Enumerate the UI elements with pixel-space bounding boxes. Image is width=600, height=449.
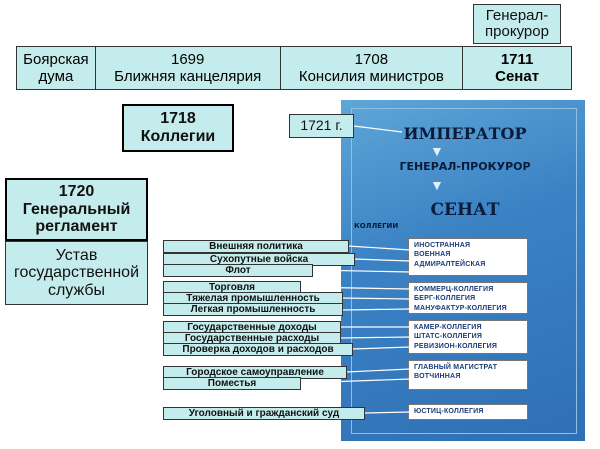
timeline-item-line: Консилия министров <box>298 68 444 85</box>
timeline-item-line: 1699 <box>171 50 205 68</box>
timeline-item-line: 1708 <box>354 50 389 68</box>
connector-line <box>351 346 411 350</box>
collegium-group-4: ГЛАВНЫЙ МАГИСТРАТ ВОТЧИННАЯ <box>408 360 528 390</box>
timeline-blizhnyaya-kantselyariya: 1699 Ближняя канцелярия <box>94 46 281 90</box>
general-prosecutor-line-1: Генерал- <box>485 6 549 24</box>
connector-line <box>363 411 411 414</box>
reglament-year: 1720 <box>58 183 95 201</box>
timeline-konsiliya-ministrov: 1708 Консилия министров <box>279 46 464 90</box>
general-reglament-box: 1720 Генеральный регламент <box>5 178 148 241</box>
panel-kollegii-label: КОЛЛЕГИИ <box>354 222 399 230</box>
arrow-down-icon: ▼ <box>430 177 444 193</box>
ustav-line-3: службы <box>47 281 106 299</box>
ustav-line-2: государственной <box>13 264 140 282</box>
panel-gen-prokuror-title: ГЕНЕРАЛ-ПРОКУРОР <box>399 160 531 173</box>
label-pomestya: Поместья <box>163 377 301 390</box>
kollegii-year: 1718 <box>160 110 196 128</box>
collegium-name: АДМИРАЛТЕЙСКАЯ <box>414 260 486 268</box>
ustav-box: Устав государственной службы <box>5 241 148 305</box>
connector-line <box>299 286 411 290</box>
collegium-name: КОММЕРЦ-КОЛЛЕГИЯ <box>414 286 494 293</box>
collegium-name: ШТАТС-КОЛЛЕГИЯ <box>414 333 483 341</box>
collegium-name: КАМЕР-КОЛЛЕГИЯ <box>414 324 482 331</box>
collegium-name: ВОТЧИННАЯ <box>414 373 461 381</box>
label-flot: Флот <box>163 264 313 277</box>
general-prosecutor-box: Генерал- прокурор <box>473 4 561 44</box>
connector-line <box>339 336 411 339</box>
collegium-name: ВОЕННАЯ <box>414 251 451 259</box>
panel-emperor-title: ИМПЕРАТОР <box>403 124 527 143</box>
timeline-bar: Боярская дума 1699 Ближняя канцелярия 17… <box>16 46 572 90</box>
connector-line <box>299 378 411 384</box>
label-ugolovny-sud: Уголовный и гражданский суд <box>163 407 365 420</box>
reglament-line-1: Генеральный <box>22 200 131 218</box>
kollegii-box: 1718 Коллегии <box>122 104 234 152</box>
ustav-line-1: Устав <box>55 246 98 264</box>
arrow-down-icon: ▼ <box>430 143 444 159</box>
kollegii-title: Коллегии <box>140 128 216 145</box>
collegium-group-2: КОММЕРЦ-КОЛЛЕГИЯ БЕРГ-КОЛЛЕГИЯ МАНУФАКТУ… <box>408 282 528 314</box>
label-legkaya-promyshlennost: Легкая промышленность <box>163 303 343 316</box>
timeline-item-line: Сенат <box>495 68 540 85</box>
timeline-item-line: Ближняя канцелярия <box>114 68 262 85</box>
connector-1721 <box>353 125 403 133</box>
connector-line <box>341 308 411 311</box>
collegium-group-3: КАМЕР-КОЛЛЕГИЯ ШТАТС-КОЛЛЕГИЯ РЕВИЗИОН-К… <box>408 320 528 354</box>
collegium-group-1: ИНОСТРАННАЯ ВОЕННАЯ АДМИРАЛТЕЙСКАЯ <box>408 238 528 276</box>
collegium-name: ЮСТИЦ-КОЛЛЕГИЯ <box>414 408 484 415</box>
year-1721-text: 1721 г. <box>300 117 343 134</box>
collegium-name: РЕВИЗИОН-КОЛЛЕГИЯ <box>414 342 498 350</box>
collegium-name: МАНУФАКТУР-КОЛЛЕГИЯ <box>414 304 507 312</box>
connector-line <box>311 269 411 273</box>
general-prosecutor-line-2: прокурор <box>485 23 549 40</box>
label-vneshnyaya-politika: Внешняя политика <box>163 240 349 253</box>
connector-line <box>341 297 411 300</box>
panel-senat-title: СЕНАТ <box>430 200 500 220</box>
timeline-item-line: Боярская <box>23 50 89 68</box>
connector-line <box>353 258 411 262</box>
connector-line <box>347 245 411 251</box>
collegium-name: БЕРГ-КОЛЛЕГИЯ <box>414 295 476 303</box>
connector-line <box>345 368 411 373</box>
reglament-line-2: регламент <box>35 218 118 236</box>
timeline-item-line: дума <box>38 68 74 85</box>
timeline-senat: 1711 Сенат <box>462 46 572 90</box>
timeline-item-line: 1711 <box>500 50 534 68</box>
label-proverka: Проверка доходов и расходов <box>163 343 353 356</box>
year-1721-callout: 1721 г. <box>289 114 354 138</box>
collegium-name: ГЛАВНЫЙ МАГИСТРАТ <box>414 364 498 371</box>
collegium-name: ИНОСТРАННАЯ <box>414 242 471 249</box>
